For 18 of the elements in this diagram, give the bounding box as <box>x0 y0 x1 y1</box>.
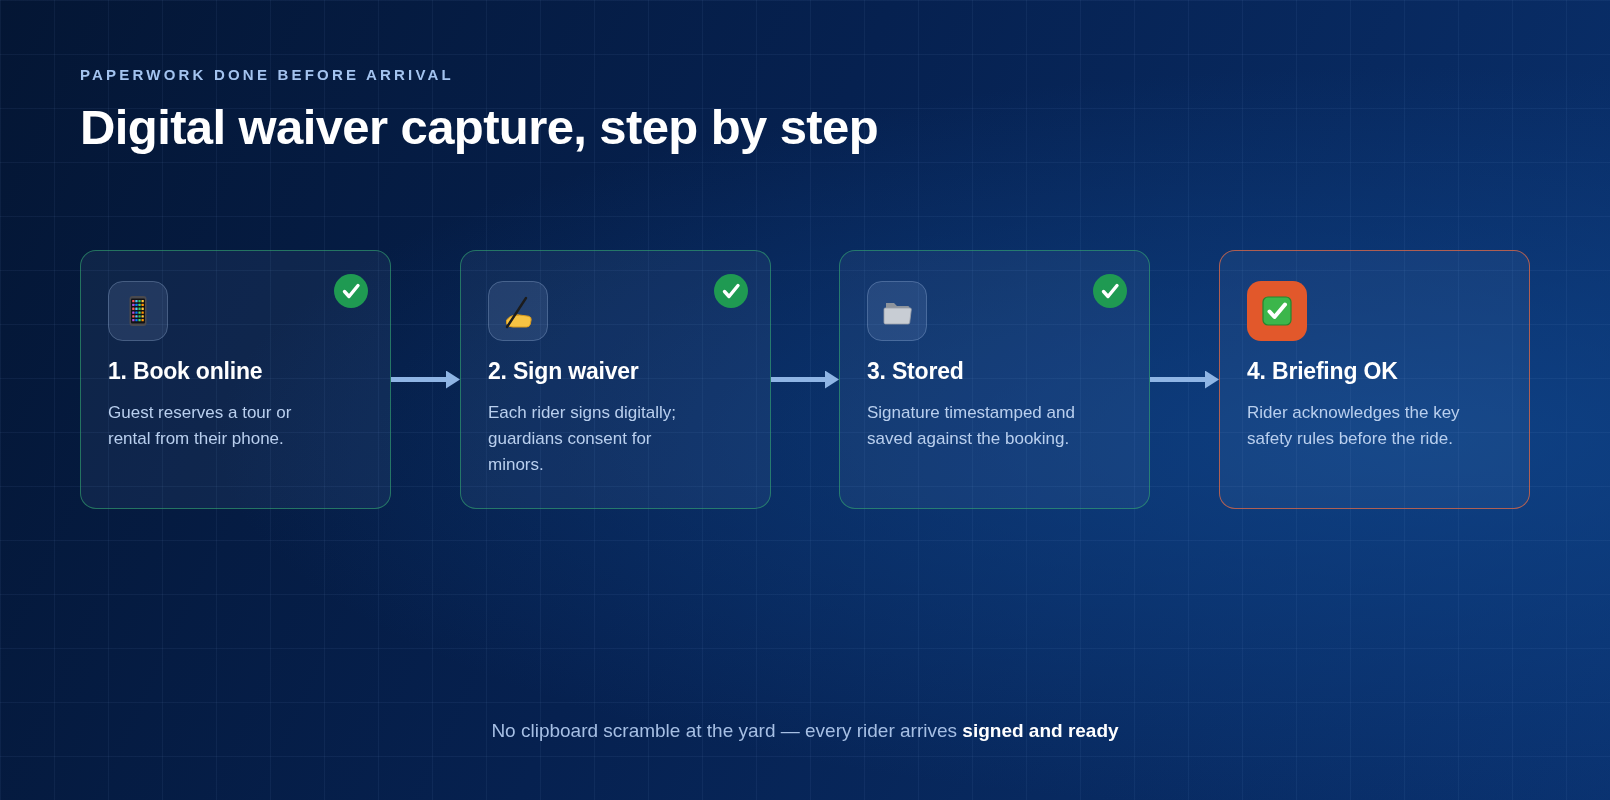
step-title: 4. Briefing OK <box>1247 357 1399 386</box>
arrow <box>391 370 460 389</box>
arrow <box>1150 370 1219 389</box>
eyebrow-label: PAPERWORK DONE BEFORE ARRIVAL <box>80 66 454 83</box>
step-card <box>460 250 771 509</box>
step-title: 3. Stored <box>867 357 965 386</box>
step-card <box>80 250 391 509</box>
diagram-title: Digital waiver capture, step by step <box>80 99 879 156</box>
step-description: Rider acknowledges the key safety rules before the ride. <box>1247 402 1461 450</box>
step-title: 1. Book online <box>108 357 264 386</box>
step-title: 2. Sign waiver <box>488 357 640 386</box>
arrow <box>771 370 839 389</box>
step-description: Signature timestamped and saved against the booking. <box>867 402 1076 450</box>
step-description: Each rider signs digitally; guardians consent for minors. <box>488 402 678 476</box>
footer-caption: No clipboard scramble at the yard — every rider arrives signed and ready <box>491 719 1119 743</box>
step-card <box>1219 250 1530 509</box>
step-card <box>839 250 1150 509</box>
step-description: Guest reserves a tour or rental from their phone. <box>108 402 293 450</box>
